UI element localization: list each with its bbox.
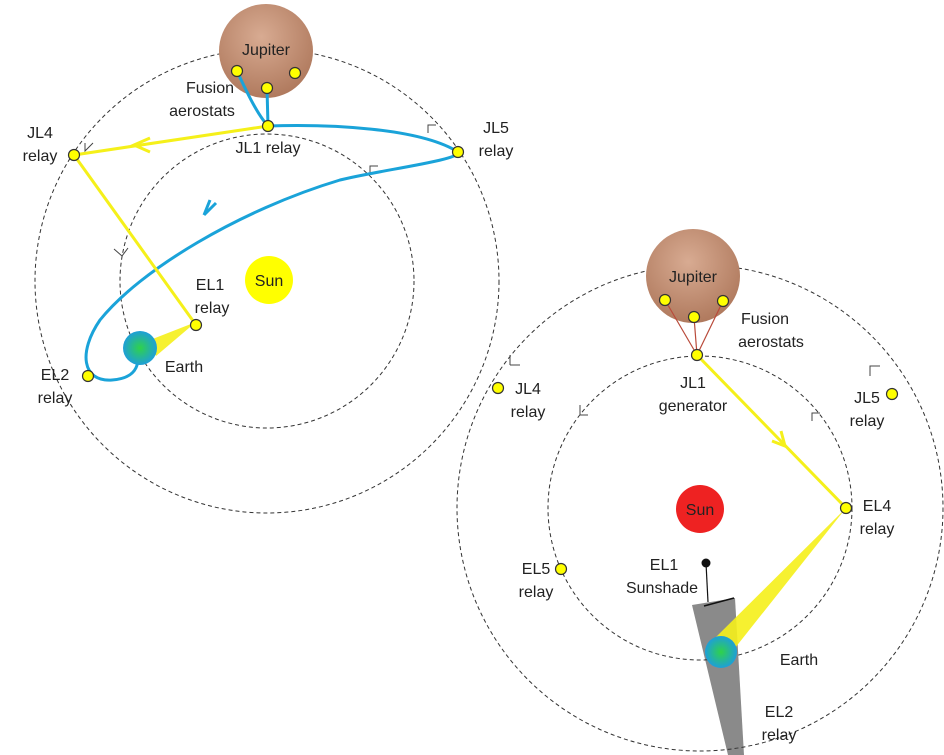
right-el5-label-2: relay: [519, 584, 554, 601]
left-jl1-node: [261, 119, 275, 133]
left-beam-jl4-el1: [72, 154, 198, 326]
right-el4-node: [839, 501, 853, 515]
left-orbit-arrow-1: [427, 124, 436, 133]
right-jl1-node: [690, 348, 704, 362]
right-el2-label-1: EL2: [765, 704, 794, 721]
right-aerostat-tethers: [664, 299, 724, 356]
right-orbit-arrow-1: [509, 355, 520, 366]
right-sun: [676, 485, 724, 533]
right-aerostat-node-1: [658, 293, 672, 307]
left-sun: [245, 256, 293, 304]
left-transfer-trajectory: [84, 124, 460, 382]
right-aerostat-node-2: [687, 310, 701, 324]
left-aerostat-node-3: [288, 66, 302, 80]
right-el5-label-1: EL5: [522, 561, 551, 578]
right-el1-label-1: EL1: [650, 557, 679, 574]
left-jl5-label-1: JL5: [483, 120, 509, 137]
right-orbit-arrow-3: [579, 405, 588, 416]
left-jl1-label: JL1 relay: [236, 140, 301, 157]
left-fusion-label-2: aerostats: [169, 103, 235, 120]
right-jl4-label-1: JL4: [515, 381, 541, 398]
right-orbit-arrow-2: [869, 365, 880, 376]
left-beam-jl1-jl4: [73, 124, 269, 157]
left-aerostat-node-2: [260, 81, 274, 95]
left-diagram: Jupiter Sun Earth Fusion aerostats JL1 r…: [23, 4, 514, 514]
left-orbit-arrow-4: [113, 247, 129, 257]
right-jl1-label-2: generator: [659, 398, 728, 415]
left-el2-node: [81, 369, 95, 383]
left-jl4-label-2: relay: [23, 148, 58, 165]
right-jl5-label-1: JL5: [854, 390, 880, 407]
left-el1-label-2: relay: [195, 300, 230, 317]
right-el1-label-2: Sunshade: [626, 580, 698, 597]
left-jl5-label-2: relay: [479, 143, 514, 160]
left-trajectory-arrowhead: [202, 199, 218, 217]
right-earth-label: Earth: [780, 652, 818, 669]
left-jupiter-label: Jupiter: [242, 42, 291, 59]
right-beam-el4-earth: [713, 508, 846, 648]
right-beam-arrowhead: [771, 430, 788, 449]
left-el2-label-1: EL2: [41, 367, 70, 384]
right-el2-label-2: relay: [762, 727, 797, 744]
right-aerostat-node-3: [716, 294, 730, 308]
right-el5-node: [554, 562, 568, 576]
right-jupiter-label: Jupiter: [669, 269, 718, 286]
right-sunshade-mast: [705, 562, 709, 603]
right-el4-label-2: relay: [860, 521, 895, 538]
left-fusion-label-1: Fusion: [186, 80, 234, 97]
left-el2-label-2: relay: [38, 390, 73, 407]
right-fusion-label-2: aerostats: [738, 334, 804, 351]
right-jl4-node: [491, 381, 505, 395]
right-diagram: Jupiter Sun Earth Fusion aerostats JL1 g…: [456, 229, 944, 755]
right-fusion-label-1: Fusion: [741, 311, 789, 328]
left-jl4-node: [67, 148, 81, 162]
right-sunshade-panel: [703, 597, 735, 607]
left-el1-node: [189, 318, 203, 332]
right-orbit-arrow-4: [811, 412, 820, 421]
left-earth-orbit: [119, 133, 415, 429]
right-sunshade-node: [701, 558, 711, 568]
left-jl4-label-1: JL4: [27, 125, 53, 142]
right-earth-planet: [705, 636, 737, 668]
right-jl4-label-2: relay: [511, 404, 546, 421]
left-sun-label: Sun: [255, 273, 283, 290]
left-beam-el1-earth: [150, 322, 196, 356]
left-earth-label: Earth: [165, 359, 203, 376]
left-orbit-arrow-2: [84, 142, 94, 153]
left-beam-arrowhead: [130, 136, 151, 154]
left-orbit-arrow-3: [369, 165, 378, 174]
left-jl5-node: [451, 145, 465, 159]
right-el4-label-1: EL4: [863, 498, 892, 515]
left-earth-planet: [123, 331, 157, 365]
right-sun-label: Sun: [686, 502, 714, 519]
right-jl5-node: [885, 387, 899, 401]
right-jl5-label-2: relay: [850, 413, 885, 430]
right-beam-jl1-el4: [695, 353, 848, 510]
left-aerostat-node-1: [230, 64, 244, 78]
left-el1-label-1: EL1: [196, 277, 225, 294]
right-jl1-label-1: JL1: [680, 375, 706, 392]
left-tether-2: [265, 87, 270, 127]
